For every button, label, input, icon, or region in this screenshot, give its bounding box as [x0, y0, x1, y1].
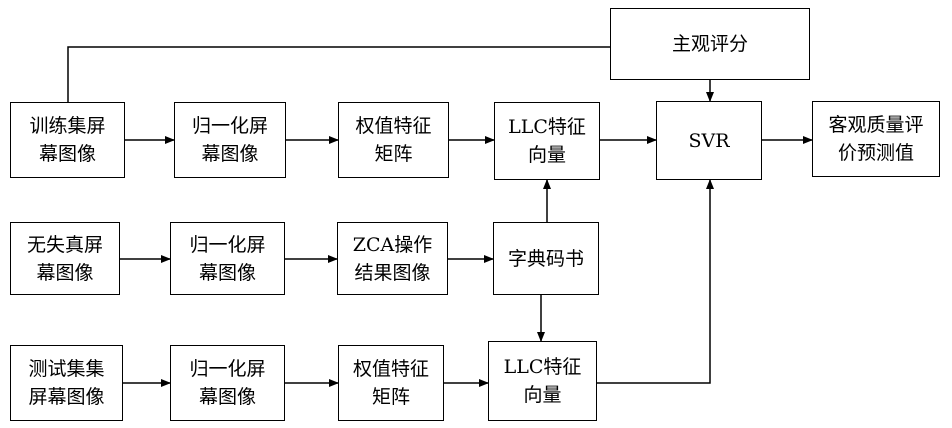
train-images-label: 训练集屏 幕图像	[29, 112, 105, 168]
undistorted-images-box: 无失真屏 幕图像	[10, 222, 120, 295]
objective-quality-box: 客观质量评 价预测值	[812, 101, 940, 177]
arrow-test-llc-to-svr	[597, 180, 710, 383]
train-normalized-box: 归一化屏 幕图像	[174, 102, 286, 178]
objective-quality-label: 客观质量评 价预测值	[828, 111, 923, 167]
undistorted-images-label: 无失真屏 幕图像	[27, 231, 103, 287]
test-llc-vector-label: LLC特征 向量	[504, 353, 582, 409]
test-llc-vector-box: LLC特征 向量	[488, 341, 597, 421]
undistorted-normalized-label: 归一化屏 幕图像	[189, 231, 265, 287]
test-normalized-label: 归一化屏 幕图像	[189, 355, 265, 411]
test-weight-matrix-box: 权值特征 矩阵	[338, 345, 444, 421]
subjective-score-label: 主观评分	[672, 30, 748, 58]
dictionary-codebook-box: 字典码书	[493, 222, 599, 295]
train-llc-vector-label: LLC特征 向量	[508, 113, 586, 169]
train-weight-matrix-box: 权值特征 矩阵	[338, 102, 449, 178]
svr-box: SVR	[656, 101, 762, 180]
svr-label: SVR	[688, 127, 729, 155]
train-weight-matrix-label: 权值特征 矩阵	[355, 112, 431, 168]
undistorted-normalized-box: 归一化屏 幕图像	[170, 222, 285, 295]
zca-result-label: ZCA操作 结果图像	[353, 231, 432, 287]
train-normalized-label: 归一化屏 幕图像	[192, 112, 268, 168]
zca-result-box: ZCA操作 结果图像	[337, 222, 448, 295]
train-llc-vector-box: LLC特征 向量	[494, 102, 600, 180]
subjective-score-box: 主观评分	[610, 8, 810, 80]
train-images-box: 训练集屏 幕图像	[10, 102, 125, 178]
test-weight-matrix-label: 权值特征 矩阵	[353, 355, 429, 411]
dictionary-codebook-label: 字典码书	[508, 245, 584, 273]
test-normalized-box: 归一化屏 幕图像	[170, 345, 285, 421]
line-train-to-subjective	[68, 47, 610, 102]
test-images-box: 测试集集 屏幕图像	[10, 345, 123, 421]
test-images-label: 测试集集 屏幕图像	[28, 355, 104, 411]
